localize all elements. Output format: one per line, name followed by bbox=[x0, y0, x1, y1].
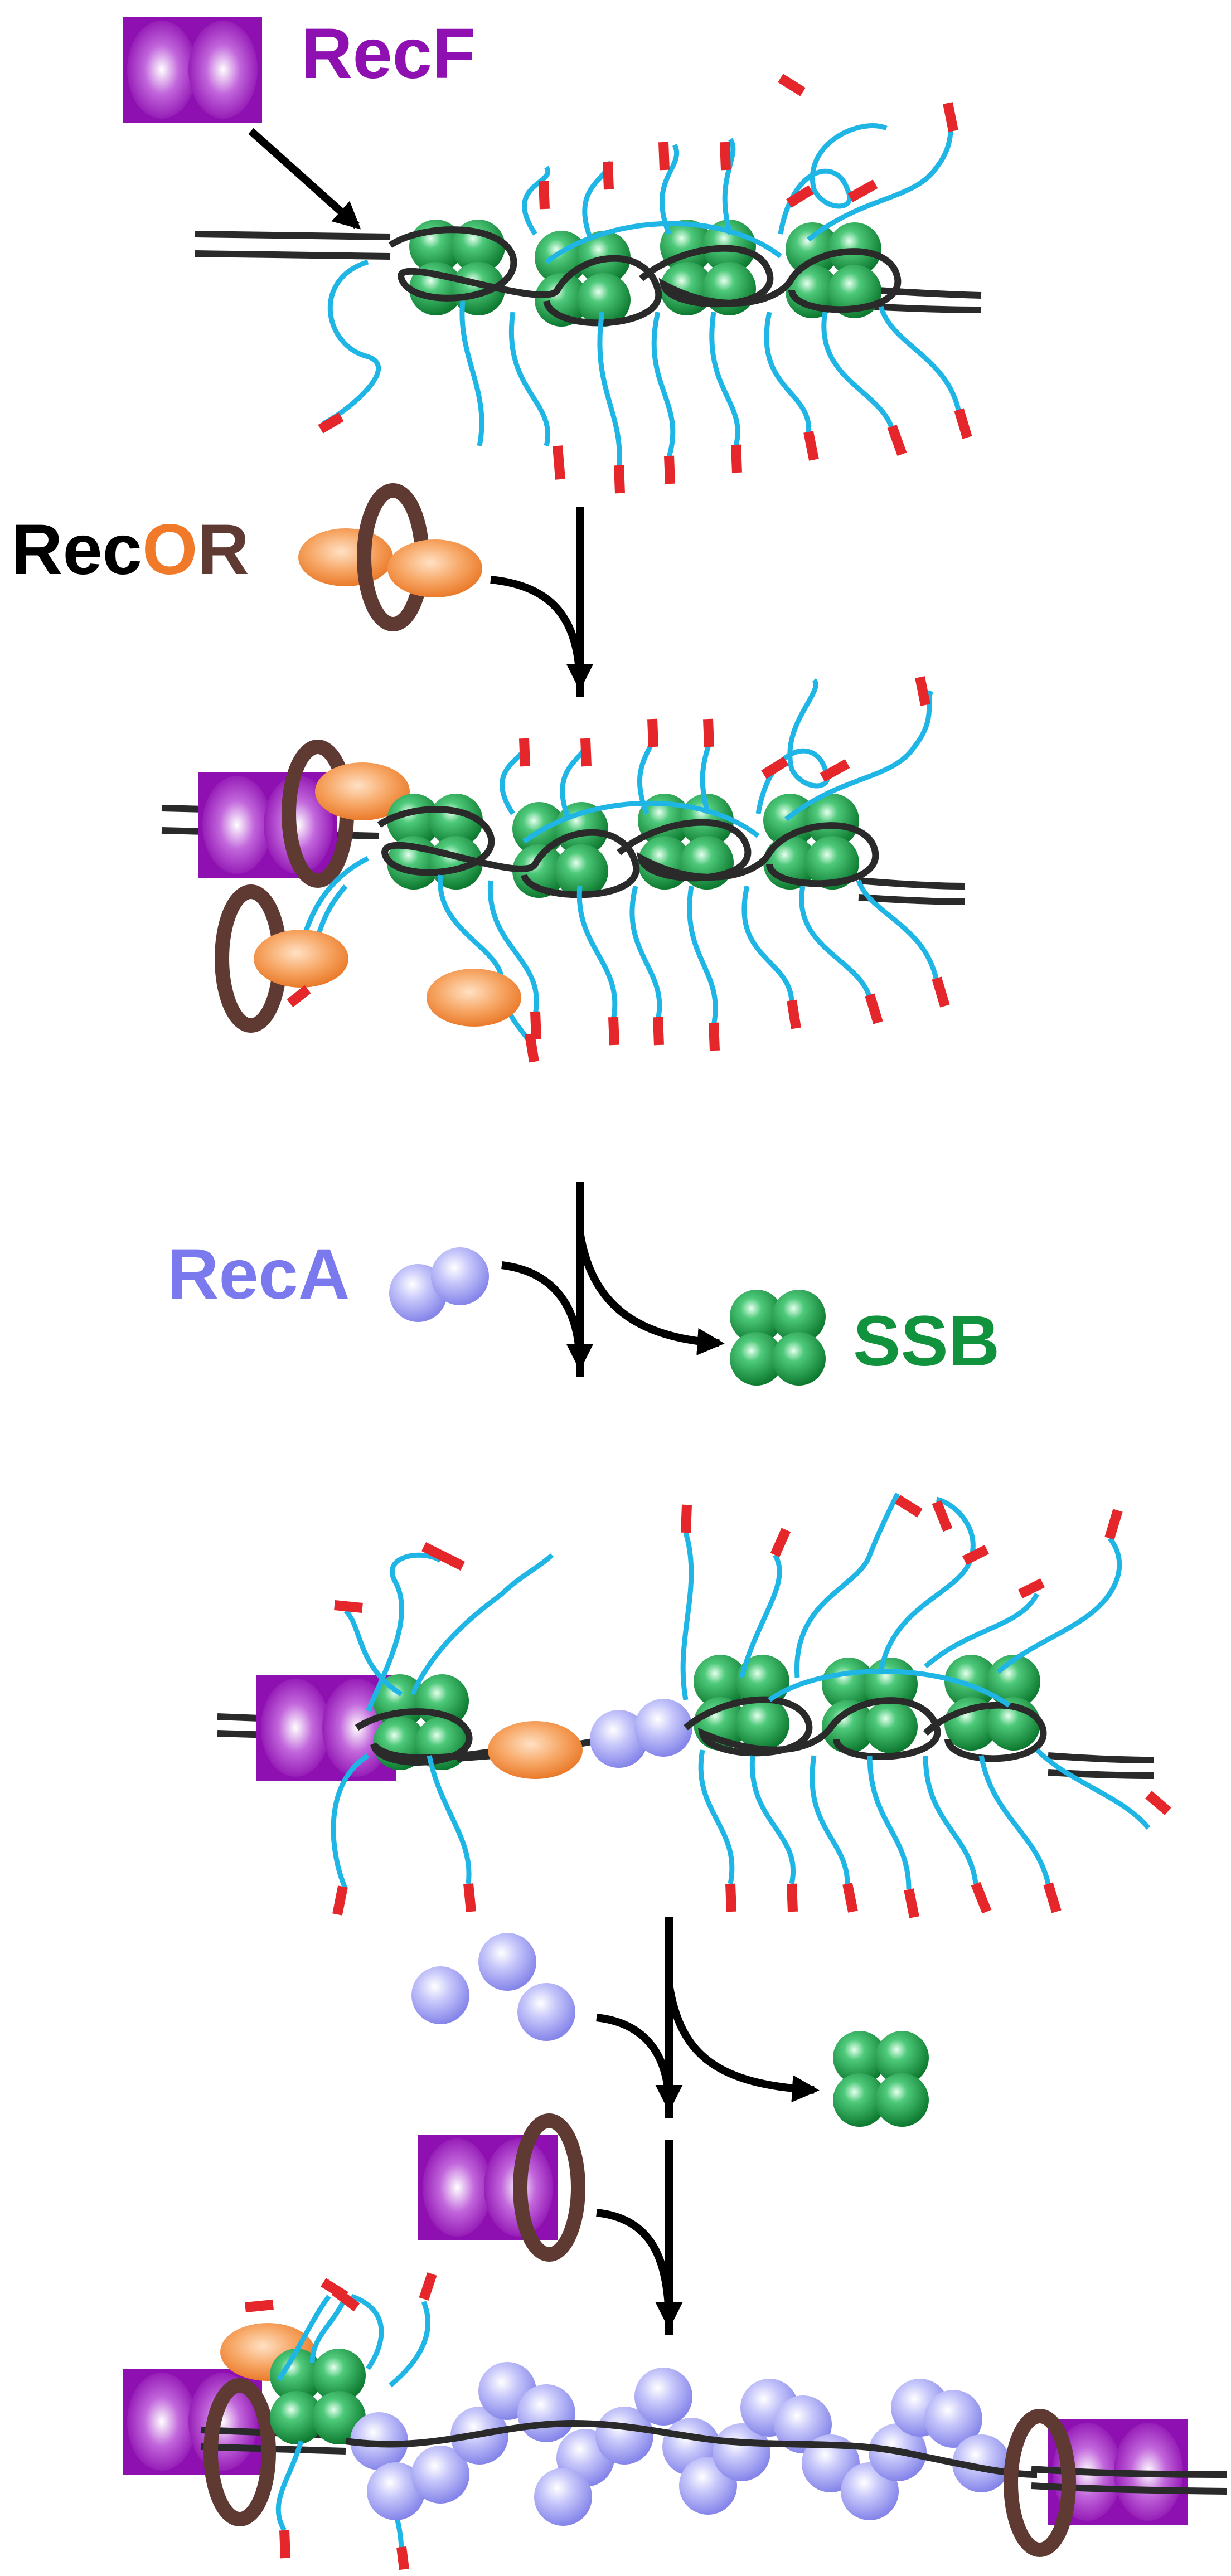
reco-icon bbox=[427, 969, 521, 1027]
step-recor-binding: RecOR bbox=[11, 490, 594, 697]
panel-recfor-loaded bbox=[161, 676, 965, 1063]
step-reca-ssb-exchange: RecA SSB bbox=[167, 1182, 1000, 1386]
arrow-icon bbox=[248, 128, 361, 230]
arrow-icon bbox=[665, 1983, 820, 2103]
reco-icon bbox=[387, 539, 482, 597]
dna-strand-icon bbox=[332, 1495, 1171, 1918]
arrow-icon bbox=[576, 1231, 725, 1355]
ssb-tetramer-icon bbox=[833, 2031, 929, 2127]
dna-strand-icon bbox=[345, 2420, 1038, 2478]
reca-icon bbox=[517, 1983, 575, 2041]
dna-strand-icon bbox=[275, 2293, 430, 2553]
reco-icon bbox=[298, 528, 393, 586]
dna-strand-icon bbox=[195, 231, 982, 313]
reca-icon bbox=[534, 2468, 592, 2526]
panel-reca-nucleation bbox=[217, 1492, 1171, 1918]
dna-strand-icon bbox=[318, 74, 972, 494]
arrow-icon bbox=[596, 2209, 683, 2330]
reca-icon bbox=[431, 1247, 489, 1305]
reco-icon bbox=[488, 1721, 583, 1779]
reca-icon bbox=[634, 1699, 692, 1757]
recf-icon bbox=[418, 2135, 558, 2240]
ssb-label: SSB bbox=[853, 1301, 1000, 1381]
reca-icon bbox=[634, 2368, 692, 2426]
reca-filament bbox=[350, 2362, 1010, 2526]
arrow-icon bbox=[501, 1261, 594, 1371]
dna-strand-icon bbox=[287, 676, 950, 1063]
dna-strand-icon bbox=[388, 226, 902, 327]
step-recfr-capping bbox=[418, 2121, 683, 2335]
reca-icon bbox=[478, 1933, 536, 1991]
dna-strand-icon bbox=[331, 1492, 1151, 1890]
dna-strand-icon bbox=[377, 806, 879, 898]
dna-strand-icon bbox=[322, 110, 962, 469]
panel-reca-filament bbox=[123, 2272, 1227, 2570]
reca-label: RecA bbox=[167, 1234, 350, 1314]
recf-label: RecF bbox=[301, 14, 476, 94]
recor-label: RecOR bbox=[11, 510, 249, 590]
reca-icon bbox=[411, 1966, 469, 2024]
step-reca-elongation bbox=[411, 1917, 929, 2127]
ssb-tetramer-icon bbox=[730, 1290, 826, 1386]
arrow-icon bbox=[596, 2014, 683, 2112]
reca-icon bbox=[517, 2384, 575, 2442]
dna-strand-icon bbox=[245, 2272, 437, 2570]
dna-strand-icon bbox=[684, 1696, 1047, 1762]
ssb-tetramer-icon bbox=[270, 2349, 366, 2444]
panel-ssb-coated-dna: RecF bbox=[123, 14, 982, 494]
arrow-icon bbox=[490, 576, 594, 691]
reco-icon bbox=[254, 930, 348, 988]
recf-icon bbox=[123, 17, 262, 123]
